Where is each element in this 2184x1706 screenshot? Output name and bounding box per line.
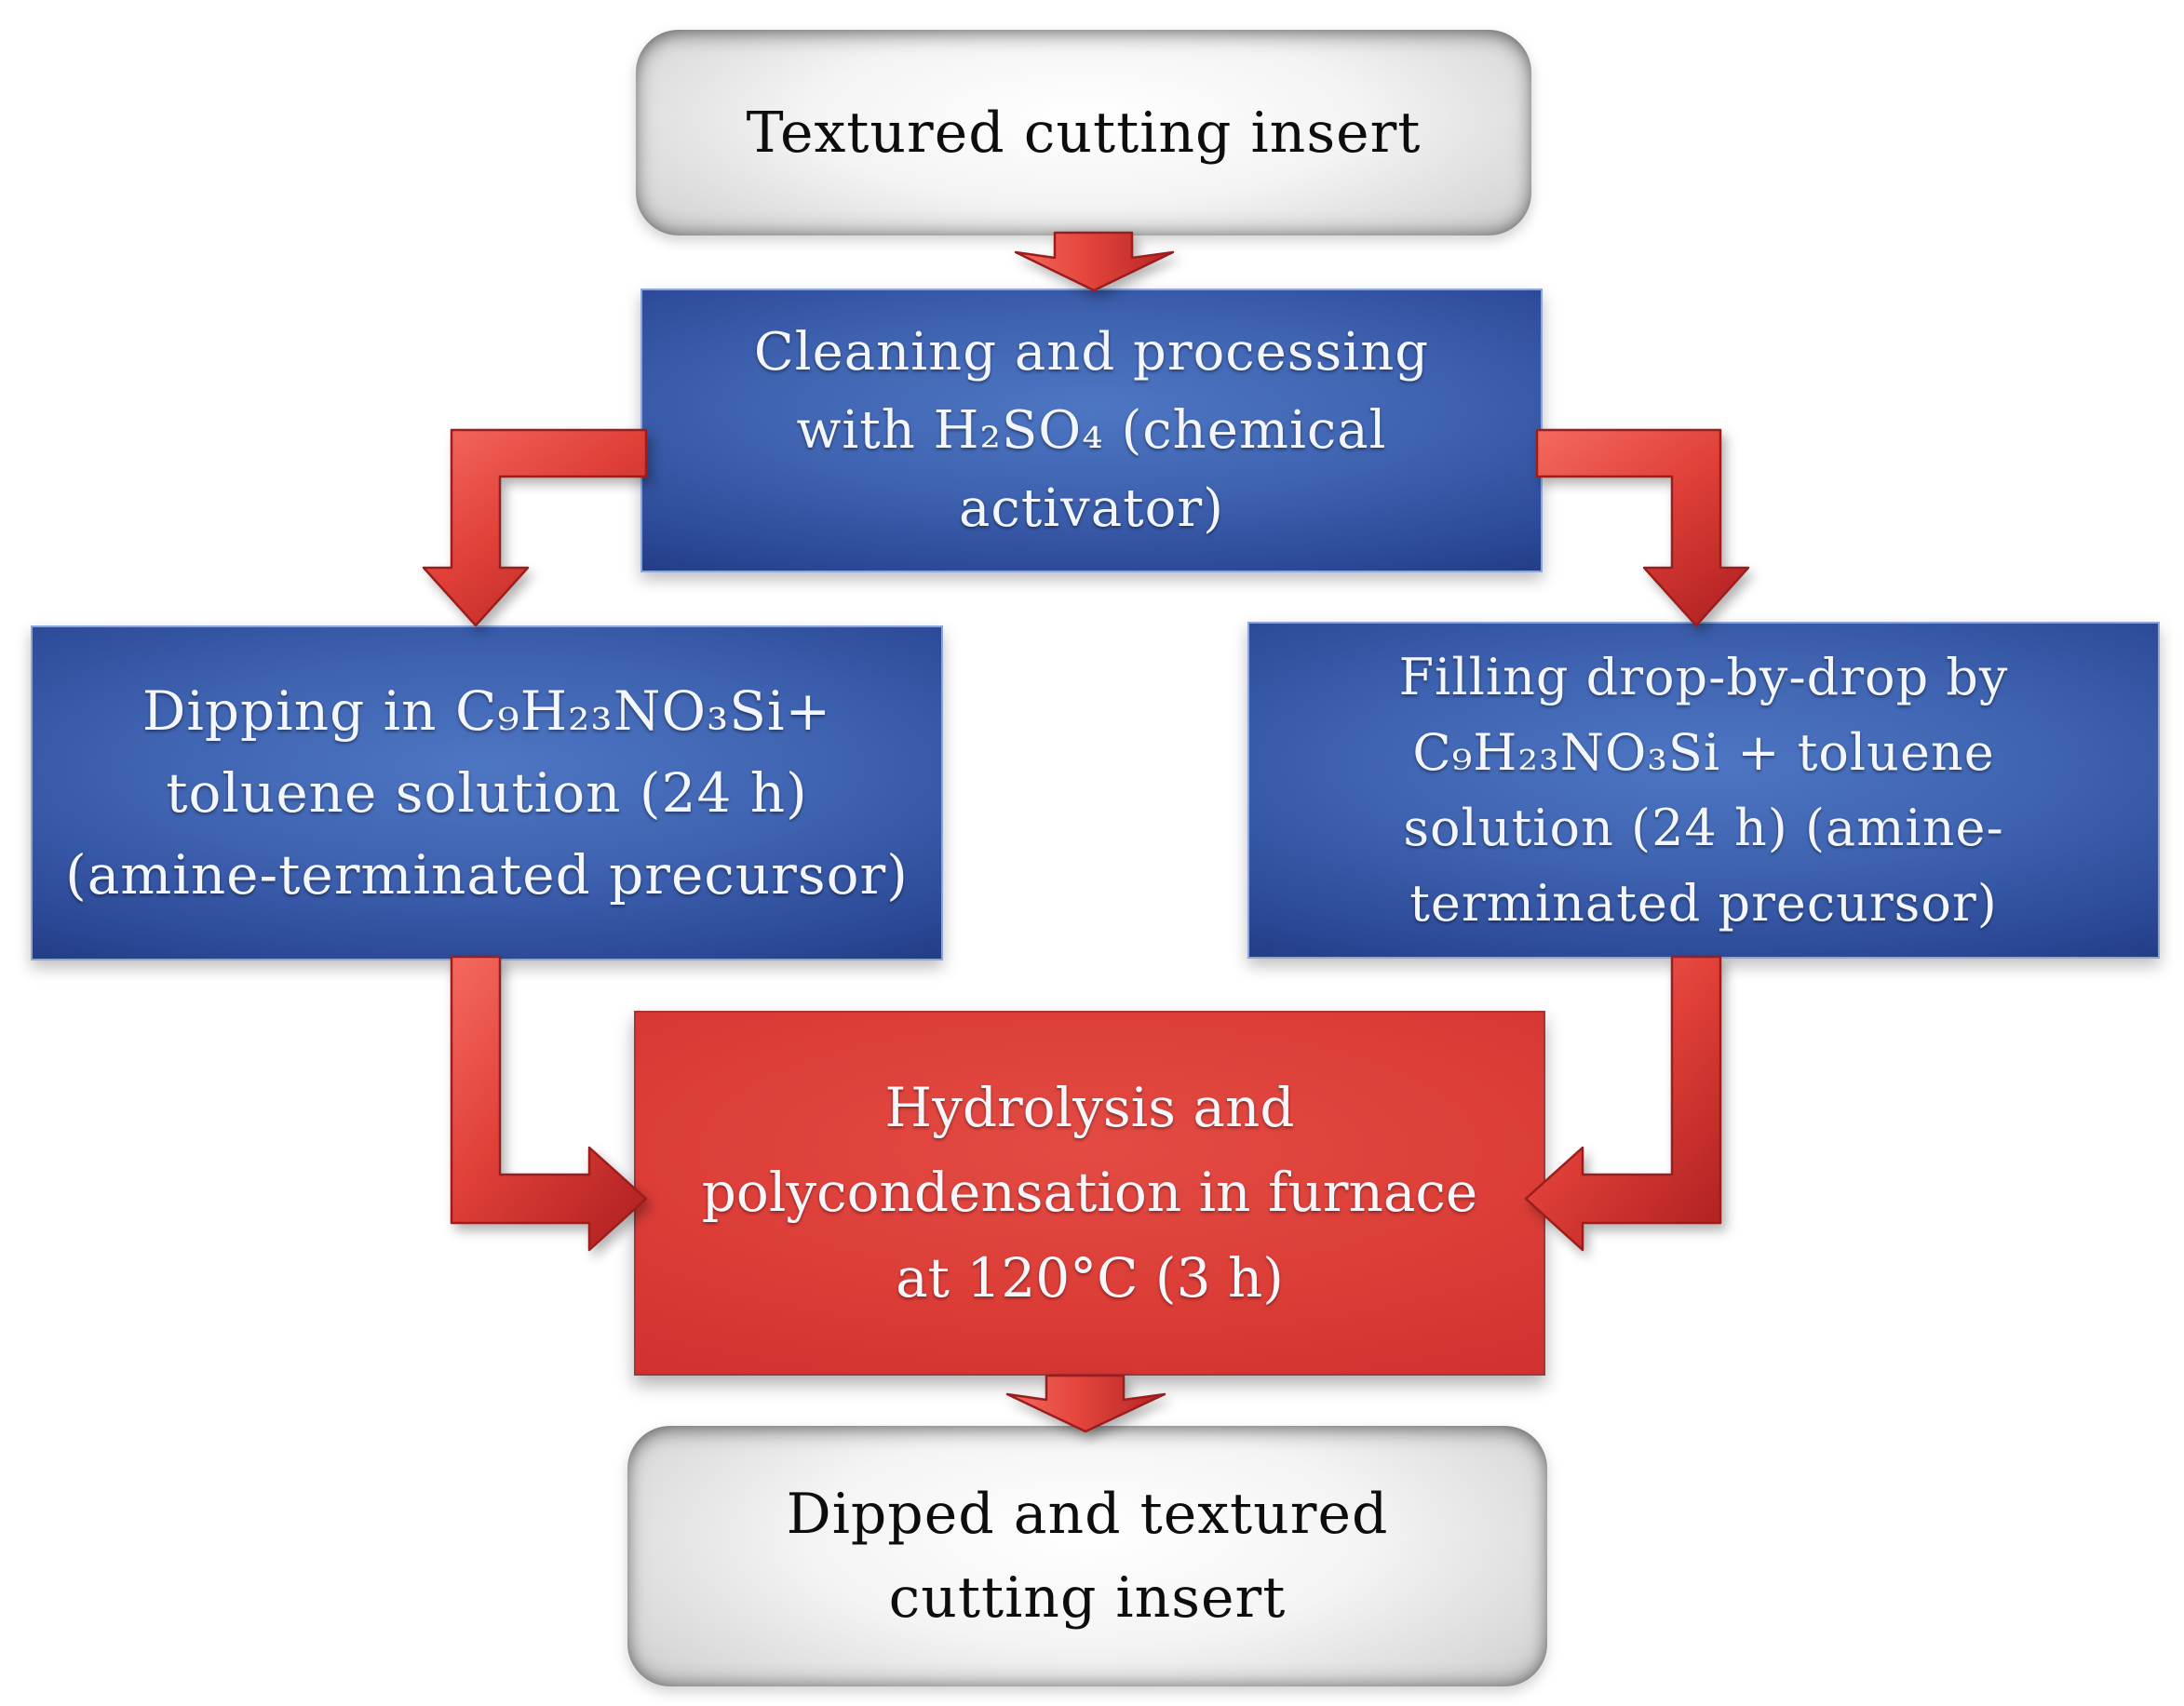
node-dipping-solution: Dipping in C₉H₂₃NO₃Si+ toluene solution … — [31, 625, 943, 960]
node-hydrolysis-polycondensation-label: Hydrolysis and polycondensation in furna… — [701, 1075, 1478, 1310]
arrow-start-to-cleaning — [1014, 231, 1175, 292]
arrow-cleaning-to-dipping — [422, 428, 648, 627]
node-textured-cutting-insert: Textured cutting insert — [636, 30, 1531, 235]
node-dipped-textured-insert-label: Dipped and textured cutting insert — [786, 1482, 1389, 1631]
arrow-cleaning-to-filling — [1535, 428, 1750, 627]
node-textured-cutting-insert-label: Textured cutting insert — [746, 100, 1422, 166]
node-filling-drop-by-drop: Filling drop-by-drop by C₉H₂₃NO₃Si + tol… — [1247, 622, 2160, 959]
arrow-dipping-to-hydrolysis — [450, 955, 648, 1252]
node-hydrolysis-polycondensation: Hydrolysis and polycondensation in furna… — [634, 1011, 1545, 1376]
node-cleaning-processing-label: Cleaning and processing with H₂SO₄ (chem… — [753, 321, 1430, 539]
node-filling-drop-by-drop-label: Filling drop-by-drop by C₉H₂₃NO₃Si + tol… — [1398, 648, 2009, 933]
node-dipped-textured-insert: Dipped and textured cutting insert — [627, 1426, 1547, 1686]
node-dipping-solution-label: Dipping in C₉H₂₃NO₃Si+ toluene solution … — [65, 678, 909, 907]
arrow-filling-to-hydrolysis — [1524, 955, 1722, 1252]
arrow-hydrolysis-to-end — [1005, 1374, 1166, 1433]
node-cleaning-processing: Cleaning and processing with H₂SO₄ (chem… — [640, 289, 1543, 572]
